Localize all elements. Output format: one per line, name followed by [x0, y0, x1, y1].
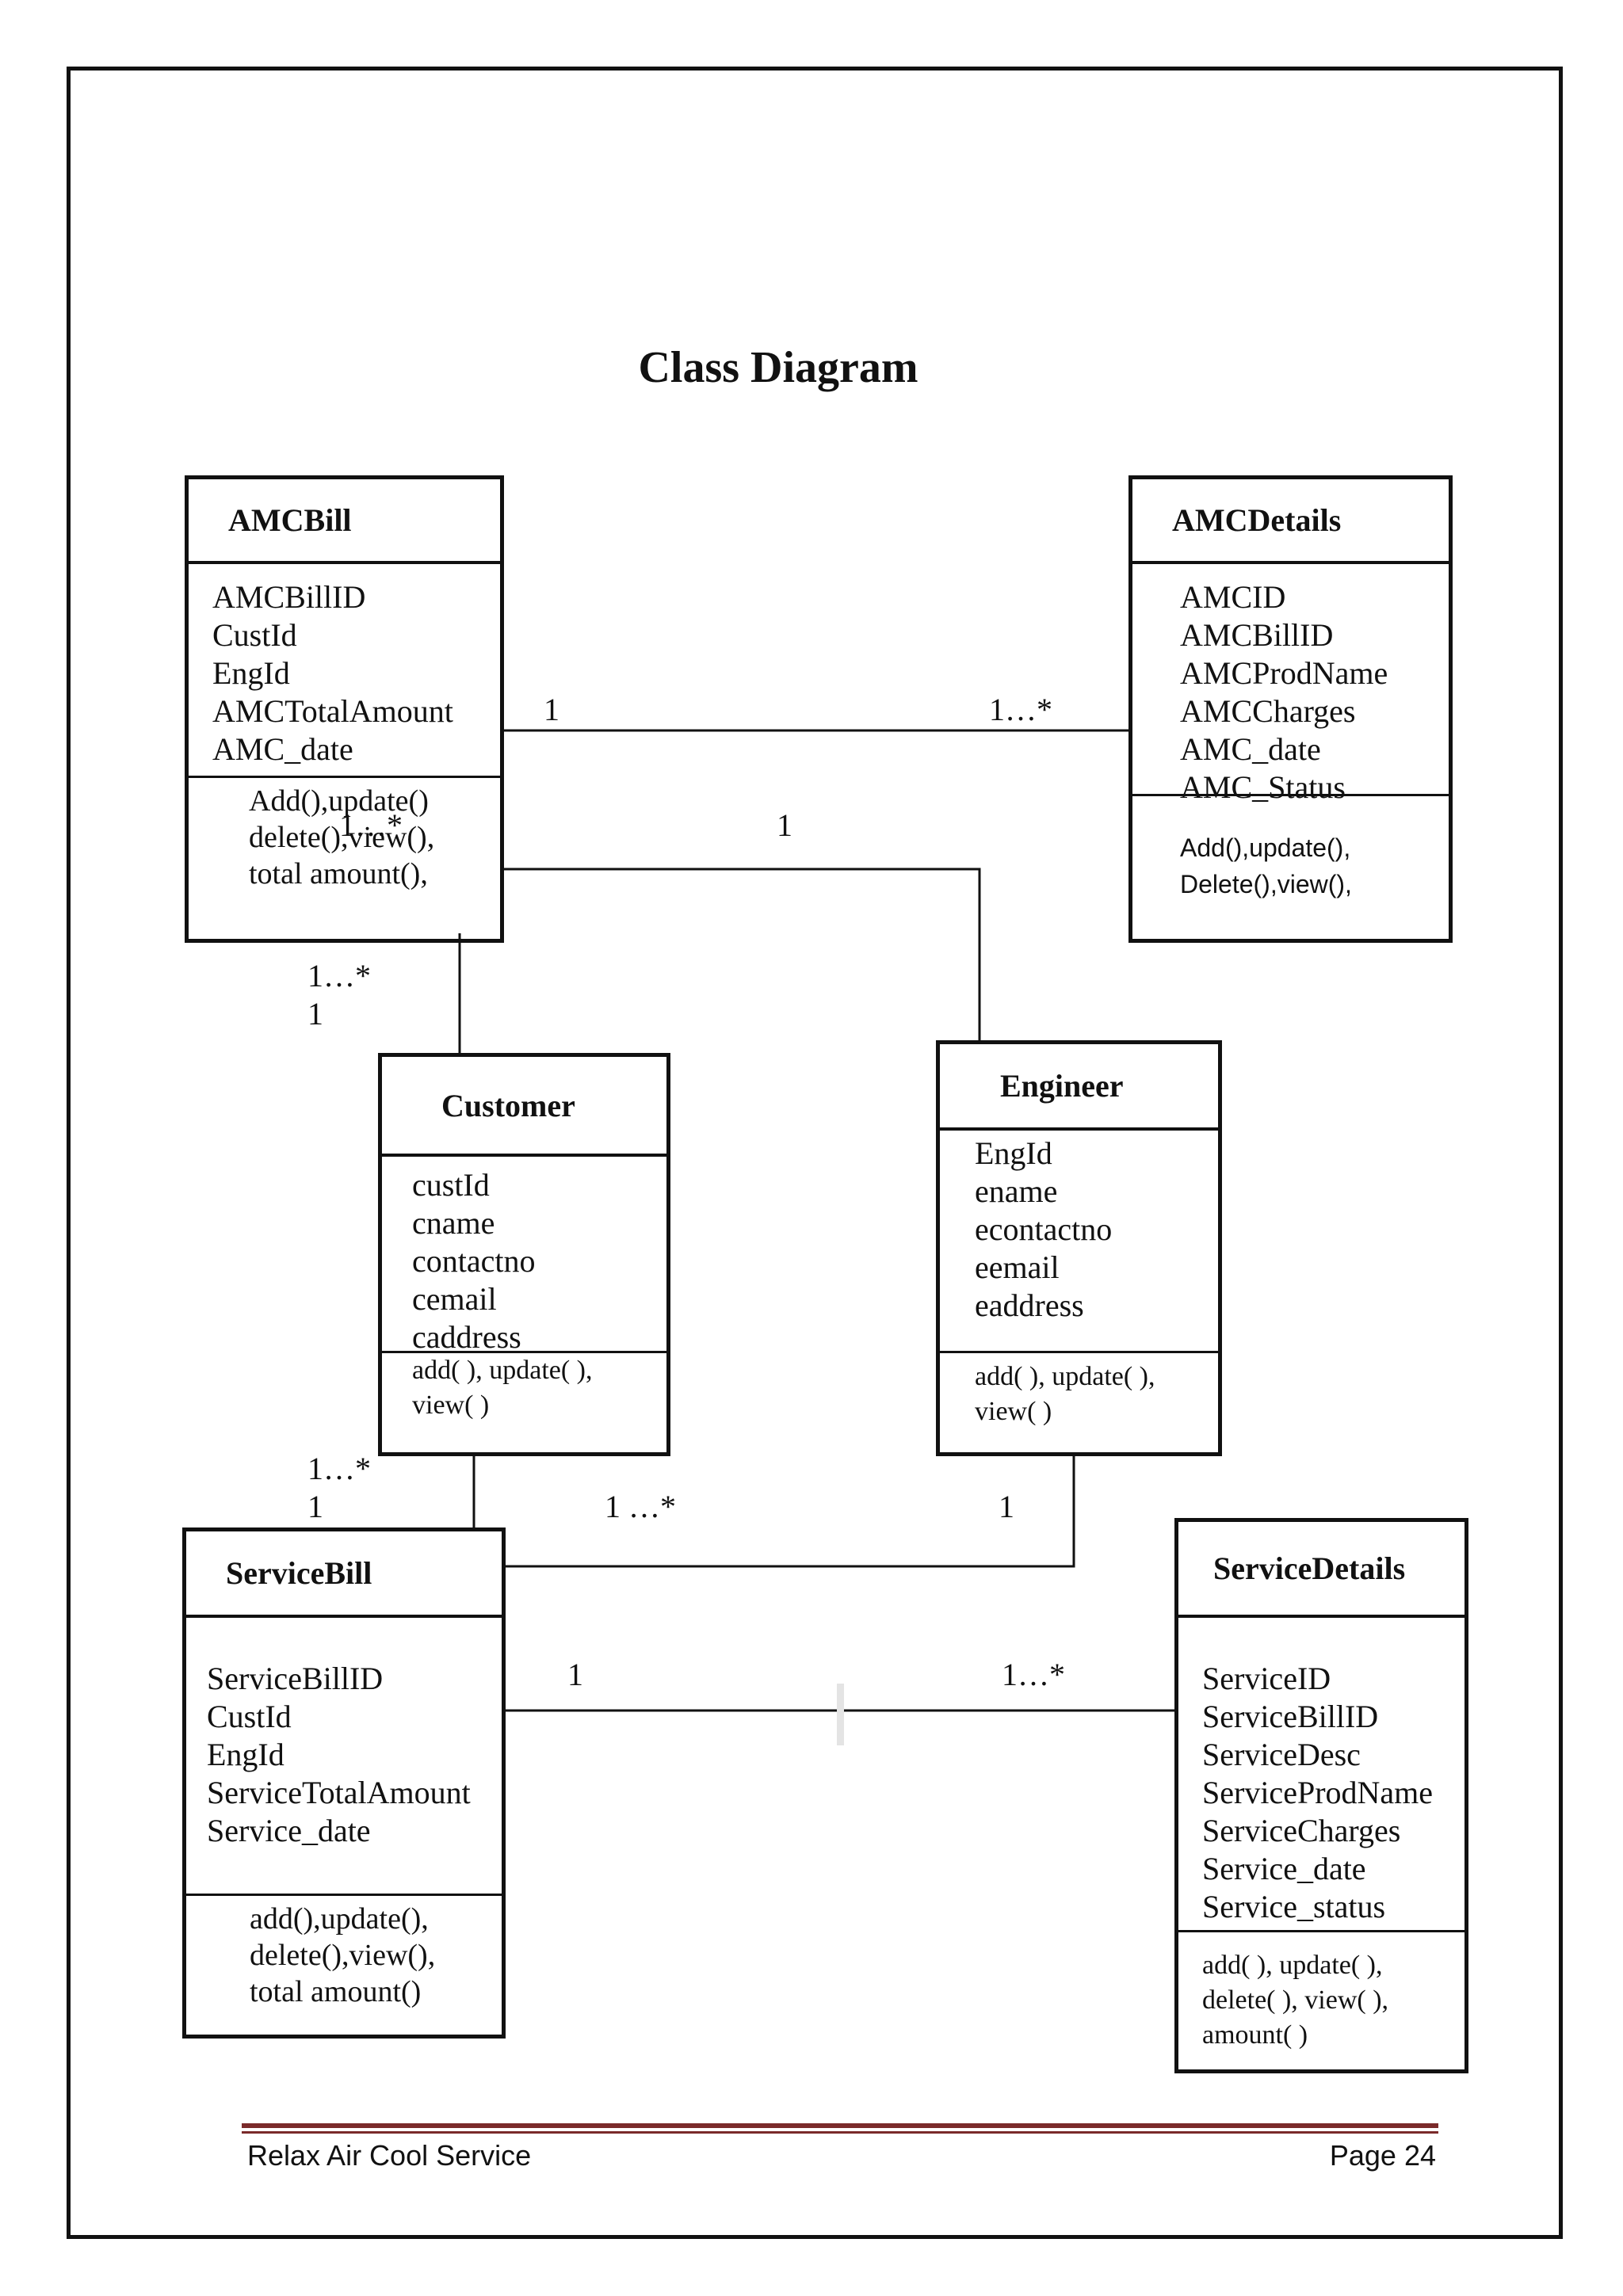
- attribute: AMC_Status: [1180, 769, 1346, 805]
- attribute: cname: [412, 1205, 495, 1241]
- method: view( ): [975, 1397, 1052, 1426]
- class-engineer-name: Engineer: [940, 1044, 1218, 1131]
- attribute: ServiceCharges: [1202, 1813, 1401, 1848]
- multiplicity-label: 1: [999, 1489, 1014, 1524]
- method: delete( ), view( ),: [1202, 1985, 1389, 2015]
- attribute: EngId: [207, 1737, 285, 1772]
- class-engineer-attributes: EngId ename econtactno eemail eaddress: [940, 1135, 1218, 1325]
- class-servicebill-attributes: ServiceBillID CustId EngId ServiceTotalA…: [186, 1660, 502, 1850]
- method: amount( ): [1202, 2020, 1308, 2050]
- attribute: ename: [975, 1173, 1058, 1209]
- attribute: EngId: [212, 655, 290, 691]
- diagram-title: Class Diagram: [638, 343, 918, 392]
- method: Add(),update(),: [1180, 833, 1351, 862]
- attribute: ServiceBillID: [207, 1661, 384, 1696]
- class-servicedetails: ServiceDetails ServiceID ServiceBillID S…: [1174, 1518, 1468, 2073]
- class-amcbill: AMCBill AMCBillID CustId EngId AMCTotalA…: [185, 475, 504, 943]
- multiplicity-label: 1: [777, 807, 792, 843]
- attribute: AMC_date: [1180, 731, 1321, 767]
- footer-rule: [242, 2123, 1438, 2128]
- multiplicity-label: 1: [307, 996, 323, 1032]
- attribute: AMCID: [1180, 579, 1286, 615]
- class-customer-methods: add( ), update( ), view( ): [382, 1351, 666, 1452]
- attribute: cemail: [412, 1281, 497, 1317]
- multiplicity-label: 1: [567, 1657, 583, 1692]
- class-servicebill-methods: add(),update(), delete(),view(), total a…: [186, 1894, 502, 2035]
- method: Delete(),view(),: [1180, 870, 1352, 898]
- multiplicity-label: 1…*: [1002, 1657, 1065, 1692]
- attribute: Service_date: [207, 1813, 371, 1848]
- class-servicedetails-name: ServiceDetails: [1178, 1522, 1465, 1618]
- attribute: caddress: [412, 1319, 521, 1355]
- attribute: ServiceProdName: [1202, 1775, 1434, 1810]
- attribute: eaddress: [975, 1287, 1084, 1323]
- class-amcdetails: AMCDetails AMCID AMCBillID AMCProdName A…: [1128, 475, 1453, 943]
- attribute: ServiceID: [1202, 1661, 1331, 1696]
- method: add( ), update( ),: [1202, 1951, 1383, 1980]
- class-amcdetails-name: AMCDetails: [1132, 479, 1449, 564]
- class-amcdetails-attributes: AMCID AMCBillID AMCProdName AMCCharges A…: [1132, 578, 1449, 810]
- scan-artifact-mark: [837, 1684, 844, 1745]
- class-engineer-methods: add( ), update( ), view( ): [940, 1351, 1218, 1452]
- attribute: ServiceBillID: [1202, 1699, 1379, 1734]
- attribute: AMC_date: [212, 731, 353, 767]
- attribute: AMCBillID: [212, 579, 366, 615]
- method: delete(),view(),: [250, 1939, 436, 1972]
- method: delete(),view(),: [249, 821, 435, 854]
- class-customer-name: Customer: [382, 1057, 666, 1157]
- multiplicity-label: 1: [544, 692, 559, 727]
- attribute: CustId: [212, 617, 297, 653]
- footer-rule-thin: [242, 2131, 1438, 2134]
- attribute: contactno: [412, 1243, 536, 1279]
- class-servicebill: ServiceBill ServiceBillID CustId EngId S…: [182, 1527, 506, 2039]
- method: view( ): [412, 1390, 490, 1420]
- attribute: AMCTotalAmount: [212, 693, 453, 729]
- association-amcbill-engineer: [504, 868, 981, 1042]
- attribute: AMCBillID: [1180, 617, 1334, 653]
- method: total amount(): [250, 1975, 422, 2008]
- attribute: eemail: [975, 1249, 1060, 1285]
- attribute: AMCCharges: [1180, 693, 1356, 729]
- class-amcbill-attributes: AMCBillID CustId EngId AMCTotalAmount AM…: [189, 578, 500, 769]
- method: add(),update(),: [250, 1902, 429, 1936]
- attribute: Service_date: [1202, 1851, 1366, 1886]
- attribute: custId: [412, 1167, 490, 1203]
- class-customer: Customer custId cname contactno cemail c…: [378, 1053, 670, 1456]
- class-amcdetails-methods: Add(),update(), Delete(),view(),: [1132, 794, 1449, 939]
- multiplicity-label: 1…*: [339, 807, 403, 843]
- attribute: ServiceDesc: [1202, 1737, 1361, 1772]
- attribute: ServiceTotalAmount: [207, 1775, 471, 1810]
- method: Add(),update(): [249, 784, 429, 818]
- class-customer-attributes: custId cname contactno cemail caddress: [382, 1166, 666, 1356]
- class-servicedetails-attributes: ServiceID ServiceBillID ServiceDesc Serv…: [1178, 1660, 1465, 1926]
- association-engineer-servicebill: [504, 1455, 1075, 1568]
- class-amcbill-name: AMCBill: [189, 479, 500, 564]
- attribute: Service_status: [1202, 1889, 1386, 1924]
- multiplicity-label: 1…*: [307, 1451, 371, 1486]
- attribute: EngId: [975, 1135, 1052, 1171]
- multiplicity-label: 1: [307, 1489, 323, 1524]
- method: add( ), update( ),: [975, 1362, 1155, 1391]
- class-servicedetails-methods: add( ), update( ), delete( ), view( ), a…: [1178, 1930, 1465, 2069]
- multiplicity-label: 1…*: [307, 958, 371, 994]
- attribute: econtactno: [975, 1211, 1113, 1247]
- page-frame: [67, 67, 1563, 2239]
- footer-page-number: Page 24: [1329, 2139, 1436, 2172]
- method: total amount(),: [249, 857, 428, 891]
- footer-document-title: Relax Air Cool Service: [247, 2139, 532, 2172]
- attribute: AMCProdName: [1180, 655, 1388, 691]
- class-amcbill-methods: Add(),update() delete(),view(), total am…: [189, 776, 500, 939]
- class-servicebill-name: ServiceBill: [186, 1531, 502, 1618]
- multiplicity-label: 1…*: [989, 692, 1052, 727]
- method: add( ), update( ),: [412, 1356, 593, 1385]
- attribute: CustId: [207, 1699, 292, 1734]
- multiplicity-label: 1 …*: [605, 1489, 676, 1524]
- class-engineer: Engineer EngId ename econtactno eemail e…: [936, 1040, 1222, 1456]
